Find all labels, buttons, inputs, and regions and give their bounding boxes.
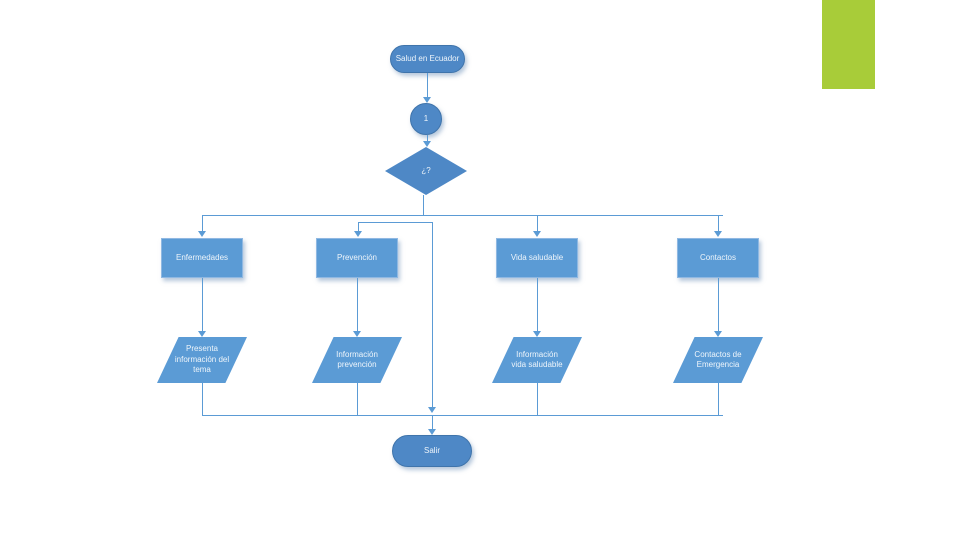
connector-drop-col4 [718, 216, 719, 231]
arrowhead-icon [198, 331, 206, 337]
connector-drop-col2 [358, 223, 359, 231]
connector-bottom-bus [202, 415, 723, 416]
connector-riser-col2 [357, 383, 358, 415]
terminator-start: Salud en Ecuador [390, 45, 465, 73]
connector-riser-col1 [202, 383, 203, 415]
connector-bus-to-end [432, 416, 433, 429]
arrowhead-icon [714, 231, 722, 237]
arrowhead-icon [533, 231, 541, 237]
connector-circle-to-decision [427, 135, 428, 142]
arrowhead-icon [714, 331, 722, 337]
connector-riser-col3 [537, 383, 538, 415]
slide-accent-bar [822, 0, 875, 89]
arrowhead-icon [353, 331, 361, 337]
connector-riser-col4 [718, 383, 719, 415]
connector-process-to-data-col1 [202, 278, 203, 331]
connector-center-vertical [432, 222, 433, 407]
connector-drop-col1 [202, 216, 203, 231]
arrowhead-icon [354, 231, 362, 237]
terminator-end: Salir [392, 435, 472, 467]
connector-process-to-data-col2 [357, 278, 358, 331]
data-parallelogram-presenta-informacion: Presenta información del tema [157, 337, 247, 383]
connector-process-to-data-col4 [718, 278, 719, 331]
arrowhead-icon [423, 141, 431, 147]
connector-drop-col3 [537, 216, 538, 231]
arrowhead-icon [198, 231, 206, 237]
data-parallelogram-informacion-prevencion: Información prevención [312, 337, 402, 383]
circle-connector-node: 1 [410, 103, 442, 135]
connector-start-to-circle [427, 73, 428, 98]
arrowhead-icon [423, 97, 431, 103]
process-box-vida-saludable: Vida saludable [496, 238, 578, 278]
data-parallelogram-informacion-vida: Información vida saludable [492, 337, 582, 383]
arrowhead-icon [428, 429, 436, 435]
connector-step-col2 [358, 222, 433, 223]
arrowhead-icon [428, 407, 436, 413]
connector-top-bus [202, 215, 723, 216]
process-box-prevencion: Prevención [316, 238, 398, 278]
data-parallelogram-contactos-emergencia: Contactos de Emergencia [673, 337, 763, 383]
connector-decision-stem [423, 195, 424, 216]
process-box-enfermedades: Enfermedades [161, 238, 243, 278]
decision-diamond: ¿? [385, 147, 467, 195]
connector-process-to-data-col3 [537, 278, 538, 331]
process-box-contactos: Contactos [677, 238, 759, 278]
arrowhead-icon [533, 331, 541, 337]
